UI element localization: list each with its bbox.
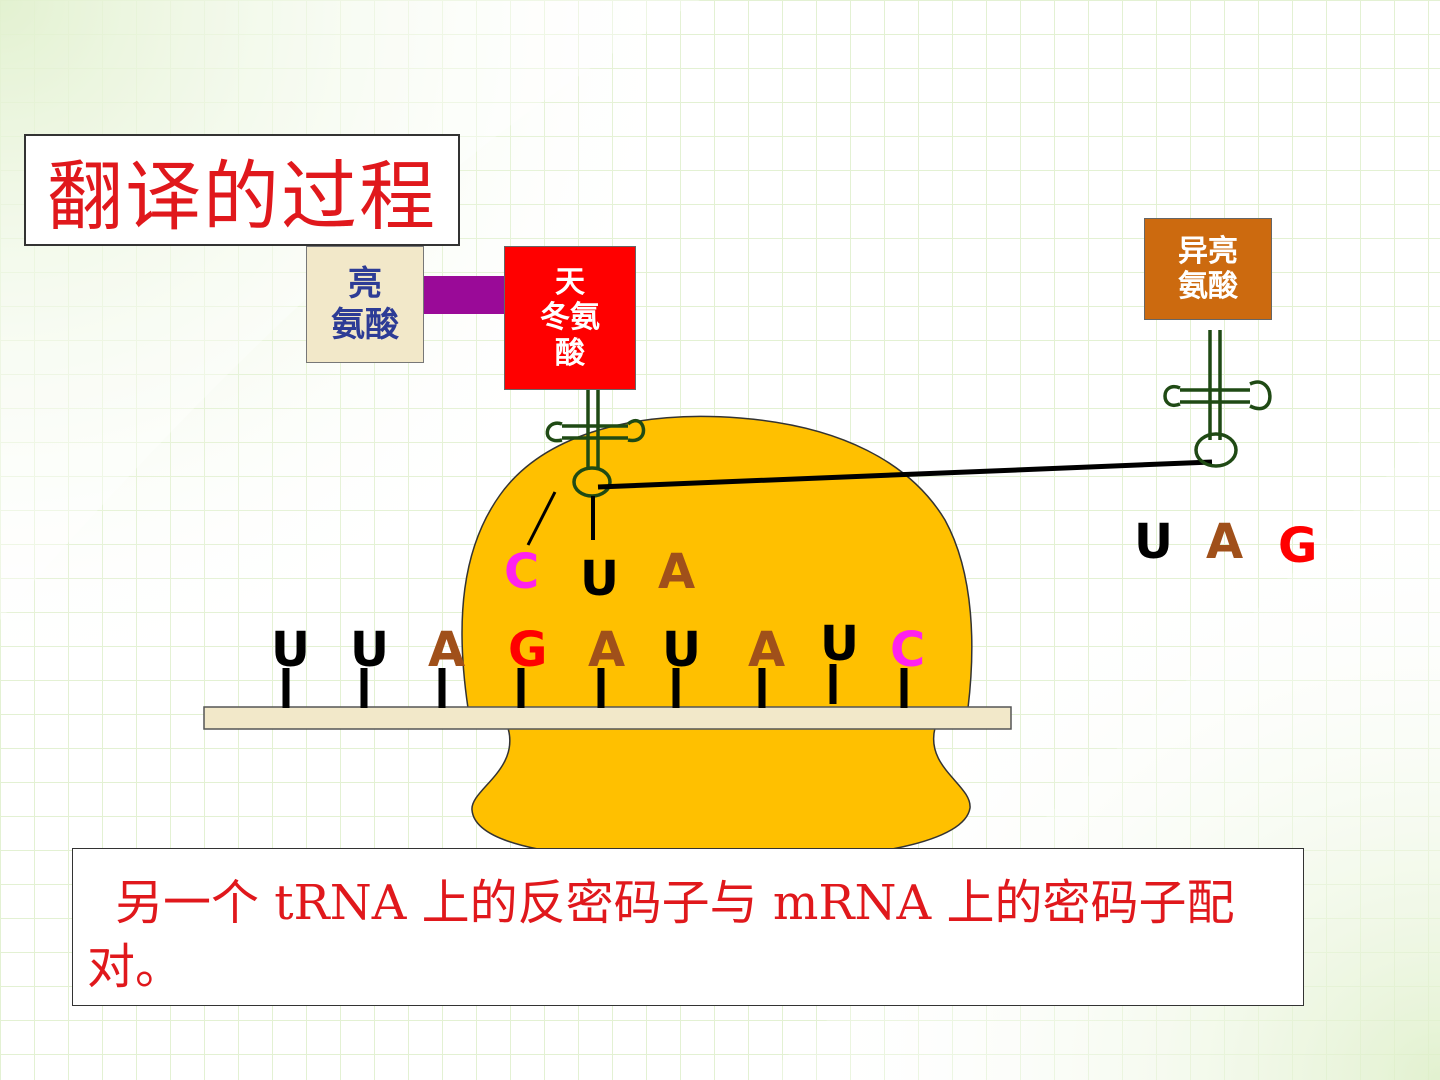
mrna-base: U	[662, 622, 701, 678]
trna-ile	[1163, 330, 1272, 468]
mrna-base: A	[428, 622, 466, 678]
anticodon-base: U	[580, 551, 619, 607]
mrna-base: U	[820, 616, 859, 672]
ribosome-large-subunit	[461, 415, 973, 709]
caption-text: 另一个 tRNA 上的反密码子与 mRNA 上的密码子配对。	[87, 875, 1235, 995]
mrna-ticks	[282, 664, 908, 708]
mrna-base: G	[508, 622, 548, 678]
incoming-anticodon-base: G	[1278, 518, 1318, 574]
title-box: 翻译的过程	[24, 134, 460, 246]
mrna-base: A	[588, 622, 626, 678]
mrna-base: U	[350, 622, 389, 678]
anticodon-tick-c	[526, 491, 557, 546]
link-line	[597, 459, 1213, 490]
trna-asp	[545, 390, 646, 498]
page-title: 翻译的过程	[47, 152, 437, 241]
anticodon-base: C	[504, 544, 540, 600]
peptide-bond	[424, 276, 504, 314]
mrna-strand	[203, 706, 1012, 730]
amino-acid-aspartate: 天 冬氨 酸	[504, 246, 636, 390]
incoming-anticodon-base: A	[1206, 514, 1244, 570]
amino-acid-isoleucine: 异亮 氨酸	[1144, 218, 1272, 320]
ribosome-small-subunit	[471, 727, 971, 861]
incoming-anticodon-base: U	[1134, 514, 1173, 570]
amino-acid-leucine: 亮 氨酸	[306, 246, 424, 363]
mrna-base: A	[748, 622, 786, 678]
mrna-base: U	[271, 622, 310, 678]
anticodon-base: A	[658, 544, 696, 600]
mrna-base: C	[890, 622, 926, 678]
caption-box: 另一个 tRNA 上的反密码子与 mRNA 上的密码子配对。	[72, 848, 1304, 1006]
